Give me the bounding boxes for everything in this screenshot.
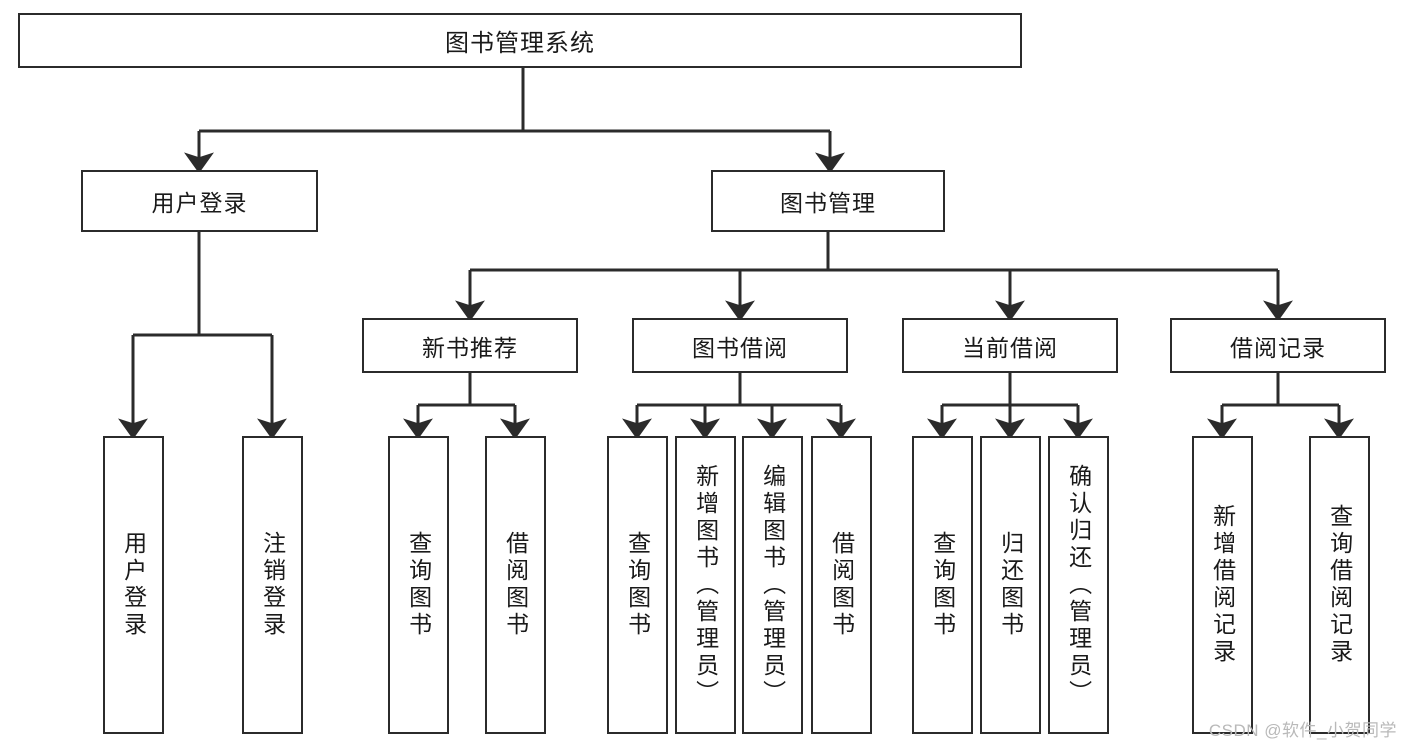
node-leaf-borrow-book-2[interactable]: 借阅图书	[811, 436, 872, 734]
csdn-watermark: CSDN @软件_小贺同学	[1208, 721, 1397, 740]
node-leaf-edit-book[interactable]: 编辑图书（管理员）	[742, 436, 803, 734]
node-leaf-query-record-label: 查询借阅记录	[1326, 504, 1353, 666]
node-book-borrow[interactable]: 图书借阅	[632, 318, 848, 373]
node-borrow-record-label: 借阅记录	[1230, 334, 1326, 361]
node-leaf-borrow-book-1-label: 借阅图书	[502, 531, 529, 639]
node-leaf-user-login-label: 用户登录	[120, 531, 147, 639]
node-user-login[interactable]: 用户登录	[81, 170, 318, 232]
node-book-manage-label: 图书管理	[780, 190, 876, 216]
node-leaf-add-book-label: 新增图书（管理员）	[692, 463, 719, 707]
node-leaf-query-book-2[interactable]: 查询图书	[607, 436, 668, 734]
node-leaf-user-login[interactable]: 用户登录	[103, 436, 164, 734]
node-current-borrow[interactable]: 当前借阅	[902, 318, 1118, 373]
node-leaf-return-book-label: 归还图书	[997, 531, 1024, 639]
node-leaf-confirm-return-label: 确认归还（管理员）	[1065, 463, 1092, 707]
node-user-login-label: 用户登录	[151, 190, 248, 216]
node-book-borrow-label: 图书借阅	[692, 334, 788, 361]
node-leaf-query-book-1[interactable]: 查询图书	[388, 436, 449, 734]
node-root[interactable]: 图书管理系统	[18, 13, 1022, 68]
node-leaf-borrow-book-1[interactable]: 借阅图书	[485, 436, 546, 734]
node-leaf-query-record[interactable]: 查询借阅记录	[1309, 436, 1370, 734]
node-leaf-query-book-1-label: 查询图书	[405, 531, 432, 639]
node-leaf-add-record-label: 新增借阅记录	[1209, 504, 1236, 666]
node-root-label: 图书管理系统	[445, 30, 595, 57]
node-leaf-query-book-3[interactable]: 查询图书	[912, 436, 973, 734]
node-leaf-add-book[interactable]: 新增图书（管理员）	[675, 436, 736, 734]
node-leaf-add-record[interactable]: 新增借阅记录	[1192, 436, 1253, 734]
node-current-borrow-label: 当前借阅	[962, 334, 1058, 361]
node-new-book-recommend-label: 新书推荐	[422, 334, 518, 361]
node-leaf-query-book-2-label: 查询图书	[624, 531, 651, 639]
node-leaf-return-book[interactable]: 归还图书	[980, 436, 1041, 734]
node-leaf-borrow-book-2-label: 借阅图书	[828, 531, 855, 639]
node-leaf-edit-book-label: 编辑图书（管理员）	[759, 463, 786, 707]
node-new-book-recommend[interactable]: 新书推荐	[362, 318, 578, 373]
node-leaf-confirm-return[interactable]: 确认归还（管理员）	[1048, 436, 1109, 734]
node-leaf-query-book-3-label: 查询图书	[929, 531, 956, 639]
node-book-manage[interactable]: 图书管理	[711, 170, 945, 232]
node-leaf-logout-login-label: 注销登录	[259, 531, 286, 639]
node-borrow-record[interactable]: 借阅记录	[1170, 318, 1386, 373]
node-leaf-logout-login[interactable]: 注销登录	[242, 436, 303, 734]
